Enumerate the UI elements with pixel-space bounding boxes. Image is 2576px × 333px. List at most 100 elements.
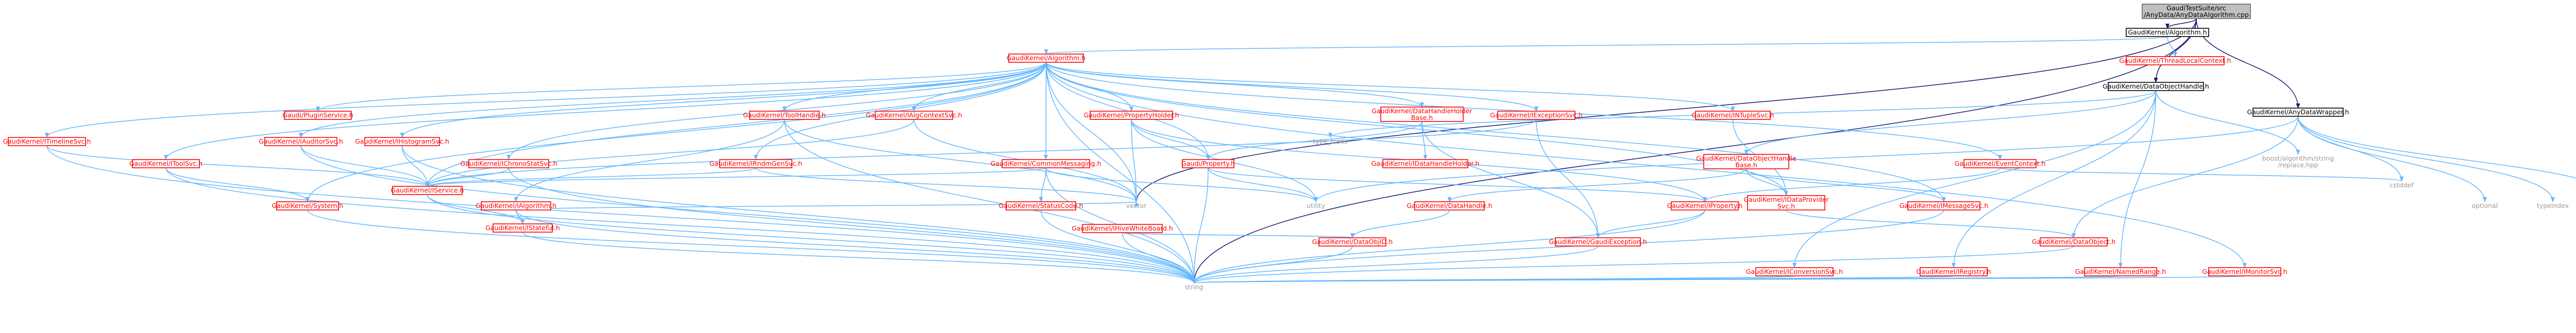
node-timelinesvc[interactable]: GaudiKernel/ITimelineSvc.h: [3, 137, 91, 146]
edge-imonitorsvc-to-string: [1193, 275, 2245, 284]
edge-dataobjecthandlebase-to-idataprovider: [1745, 168, 1788, 196]
node-threadlocal[interactable]: GaudiKernel/ThreadLocalContext.h: [2119, 56, 2231, 65]
node-ichronostatsvc[interactable]: GaudiKernel/IChronoStatSvc.h: [460, 159, 557, 168]
node-algorithm-h[interactable]: GaudiKernel/Algorithm.h: [2126, 28, 2209, 37]
node-gaudiexception[interactable]: GaudiKernel/GaudiException.h: [1549, 237, 1647, 247]
node-label: /replace.hpp: [2278, 161, 2318, 169]
node-label: GaudiKernel/EventContext.h: [1955, 160, 2046, 167]
node-label: vector: [1126, 202, 1147, 209]
node-idatahandleholder[interactable]: GaudiKernel/IDataHandleHolder.h: [1371, 159, 1480, 168]
node-itoolsvc[interactable]: GaudiKernel/IToolSvc.h: [129, 159, 202, 168]
node-ialgcontextsvc[interactable]: GaudiKernel/IAlgContextSvc.h: [866, 111, 962, 120]
node-label: GaudiKernel/IMessageSvc.h: [1900, 202, 1989, 209]
node-box: [2126, 28, 2209, 37]
node-anydatawrapper[interactable]: GaudiKernel/AnyDataWrapper.h: [2247, 108, 2349, 117]
node-box: [392, 186, 463, 195]
node-ialgorithm[interactable]: GaudiKernel/IAlgorithm.h: [476, 201, 556, 211]
edge-galgorithm-to-ihistogramsvc: [400, 62, 1047, 138]
node-label: Gaudi/PluginService.h: [282, 111, 353, 119]
node-label: GaudiKernel/NamedRange.h: [2075, 268, 2166, 275]
node-box: [1382, 159, 1468, 168]
node-itoolhandle[interactable]: GaudiKernel/ToolHandle.h: [743, 111, 826, 120]
node-iservice[interactable]: GaudiKernel/IService.h: [391, 186, 464, 195]
node-iconversionsvc[interactable]: GaudiKernel/IConversionSvc.h: [1746, 267, 1843, 276]
node-box: [2142, 4, 2251, 19]
graph-nodes: GaudiTestSuite/src/AnyData/AnyDataAlgori…: [3, 4, 2569, 291]
node-string[interactable]: string: [1182, 283, 1206, 291]
node-cstddef[interactable]: cstddef: [2387, 181, 2416, 189]
node-typeindex[interactable]: typeindex: [2537, 202, 2569, 210]
edge-istateful-to-string: [522, 232, 1196, 284]
node-label: GaudiKernel/IConversionSvc.h: [1746, 268, 1843, 275]
edge-algorithm_h-to-threadlocal: [2167, 36, 2177, 57]
node-label: GaudiKernel/IService.h: [391, 186, 464, 194]
edge-galgorithm-to-idataprovider: [1045, 62, 1788, 196]
edge-galgorithm-to-datahandleholder: [1045, 62, 1424, 108]
node-dataobjecthandle[interactable]: GaudiKernel/DataObjectHandle.h: [2103, 82, 2209, 91]
node-dataobjid[interactable]: GaudiKernel/DataObjID.h: [1312, 237, 1393, 247]
node-label: GaudiKernel/IAlgContextSvc.h: [866, 111, 962, 119]
edge-propertyholder-to-vector: [1131, 119, 1139, 202]
node-iauditorsvc[interactable]: GaudiKernel/IAuditorSvc.h: [259, 137, 343, 146]
node-galgorithm[interactable]: GaudiKernel/Algorithm.h: [1007, 54, 1086, 63]
node-root[interactable]: GaudiTestSuite/src/AnyData/AnyDataAlgori…: [2142, 4, 2251, 19]
node-istrucc[interactable]: GaudiKernel/StatusCode.h: [999, 201, 1083, 211]
edge-iexceptionsvc-to-gaudiexception: [1536, 119, 1600, 238]
node-property[interactable]: Gaudi/Property.h: [1181, 159, 1235, 168]
edge-galgorithm-to-iexceptionsvc: [1045, 62, 1538, 112]
node-boost-replace[interactable]: boost/algorithm/string/replace.hpp: [2261, 154, 2335, 169]
node-ihistogramsvc[interactable]: GaudiKernel/IHistogramSvc.h: [355, 137, 449, 146]
node-label: GaudiKernel/IRndmGenSvc.h: [709, 160, 802, 167]
node-box: [1090, 111, 1173, 120]
node-commonmessaging[interactable]: GaudiKernel/CommonMessaging.h: [991, 159, 1101, 168]
node-iexceptionsvc[interactable]: GaudiKernel/IExceptionSvc.h: [1490, 111, 1583, 120]
edge-anydatawrapper-to-optional: [2297, 116, 2487, 202]
edge-ieventcontext-to-iproperty: [1703, 167, 2001, 202]
edge-dataobjecthandle-to-iconversionsvc: [1792, 90, 2157, 268]
node-datahandle[interactable]: GaudiKernel/DataHandle.h: [1407, 201, 1493, 211]
node-label: boost/algorithm/string: [2262, 154, 2334, 162]
node-iproperty[interactable]: GaudiKernel/IProperty.h: [1667, 201, 1743, 211]
edge-property-to-string: [1192, 167, 1209, 284]
node-istateful[interactable]: GaudiKernel/IStateful.h: [485, 223, 560, 233]
node-whiteboard[interactable]: GaudiKernel/IHiveWhiteBoard.h: [1072, 224, 1173, 233]
edge-itoolhandle-to-ialgorithm: [514, 119, 785, 202]
node-box: [2126, 56, 2225, 65]
node-label: utility: [1307, 202, 1325, 209]
node-iregistry[interactable]: GaudiKernel/IRegistry.h: [1916, 267, 1991, 276]
node-label: Gaudi/Property.h: [1181, 160, 1235, 167]
node-box: [468, 159, 549, 168]
node-label: GaudiKernel/System.h: [272, 202, 344, 209]
node-label: GaudiKernel/IAuditorSvc.h: [259, 137, 343, 145]
edge-commonmessaging-to-utility: [1045, 167, 1318, 202]
node-optional[interactable]: optional: [2469, 202, 2500, 210]
node-box: [1920, 267, 1988, 276]
edge-itoolsvc-to-string: [165, 167, 1196, 284]
node-type-traits[interactable]: type_traits: [1313, 137, 1348, 146]
node-isystem[interactable]: GaudiKernel/System.h: [272, 201, 344, 211]
node-intuplesvc[interactable]: GaudiKernel/INTupleSvc.h: [1691, 111, 1774, 120]
node-namedranges[interactable]: GaudiKernel/NamedRange.h: [2075, 267, 2166, 276]
node-label: GaudiKernel/IHiveWhiteBoard.h: [1072, 224, 1173, 232]
node-label: GaudiKernel/IRegistry.h: [1916, 268, 1991, 275]
node-dataobject[interactable]: GaudiKernel/DataObject.h: [2032, 237, 2116, 247]
edge-root-to-string: [1192, 18, 2197, 284]
node-box: [1671, 201, 1739, 211]
node-propertyholder[interactable]: GaudiKernel/PropertyHolder.h: [1083, 111, 1179, 120]
node-imonitorsvc[interactable]: GaudiKernel/IMonitorSvc.h: [2202, 267, 2287, 276]
node-vector[interactable]: vector: [1122, 202, 1150, 210]
node-ieventcontext[interactable]: GaudiKernel/EventContext.h: [1955, 159, 2046, 168]
edge-galgorithm-to-isystem: [306, 62, 1047, 202]
node-ipluginservice[interactable]: Gaudi/PluginService.h: [282, 111, 353, 120]
edge-timelinesvc-to-iservice: [46, 145, 430, 187]
node-utility[interactable]: utility: [1303, 202, 1329, 210]
node-irndmgensvc[interactable]: GaudiKernel/IRndmGenSvc.h: [709, 159, 802, 168]
node-imessagesvc[interactable]: GaudiKernel/IMessageSvc.h: [1900, 201, 1989, 211]
node-box: [1695, 111, 1771, 120]
edge-whiteboard-to-dataobjid: [1122, 232, 1354, 238]
edge-iproperty-to-string: [1192, 209, 1705, 284]
edge-ialgorithm-to-string: [515, 209, 1196, 284]
